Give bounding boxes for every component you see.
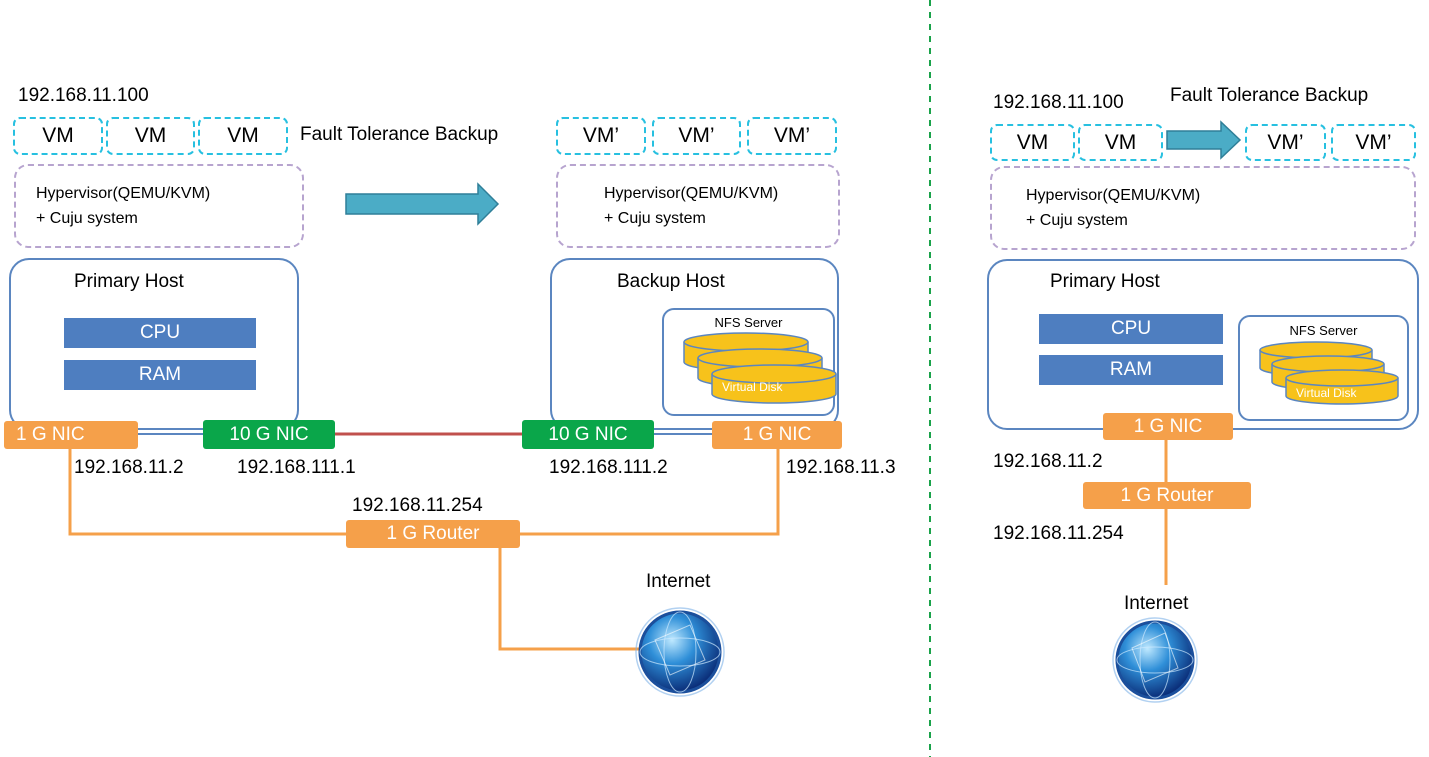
right-hypervisor-box: Hypervisor(QEMU/KVM) + Cuju system <box>990 166 1416 250</box>
router-1g: 1 G Router <box>346 520 520 548</box>
right-virtual-disk-label: Virtual Disk <box>1296 386 1357 400</box>
ip-primary-1g: 192.168.11.2 <box>74 457 184 478</box>
primary-vm-1: VM <box>13 117 103 155</box>
right-ft-arrow-icon <box>1166 120 1242 160</box>
right-ip-nic: 192.168.11.2 <box>993 451 1103 472</box>
backup-1g-nic: 1 G NIC <box>712 421 842 449</box>
backup-vm-1: VM’ <box>556 117 646 155</box>
primary-hypervisor-box: Hypervisor(QEMU/KVM) + Cuju system <box>14 164 304 248</box>
right-ip-router: 192.168.11.254 <box>993 523 1124 544</box>
right-internet-globe-icon <box>1112 617 1198 703</box>
primary-1g-nic: 1 G NIC <box>4 421 138 449</box>
cuju-label: + Cuju system <box>604 210 706 227</box>
ft-backup-label: Fault Tolerance Backup <box>300 124 499 145</box>
right-vm-1: VM <box>990 124 1075 161</box>
right-cpu-block: CPU <box>1039 314 1223 344</box>
backup-hypervisor-box: Hypervisor(QEMU/KVM) + Cuju system <box>556 164 840 248</box>
right-ram-block: RAM <box>1039 355 1223 385</box>
primary-vm-2: VM <box>106 117 195 155</box>
right-internet-label: Internet <box>1124 593 1189 614</box>
internet-label: Internet <box>646 571 711 592</box>
hypervisor-label: Hypervisor(QEMU/KVM) <box>36 185 211 202</box>
ram-block: RAM <box>64 360 256 390</box>
backup-vm-2: VM’ <box>652 117 741 155</box>
right-backup-vm-2: VM’ <box>1331 124 1416 161</box>
internet-globe-icon <box>635 607 725 697</box>
nfs-server-label: NFS Server <box>714 315 783 330</box>
primary-vm-ip: 192.168.11.100 <box>18 85 149 106</box>
right-nfs-server-box: NFS Server <box>1238 315 1409 421</box>
right-primary-host-title: Primary Host <box>1050 271 1160 292</box>
ip-router: 192.168.11.254 <box>352 495 483 516</box>
right-ft-backup-label: Fault Tolerance Backup <box>1170 85 1369 106</box>
backup-vm-3: VM’ <box>747 117 837 155</box>
link-router-internet <box>498 548 645 651</box>
right-primary-vm-ip: 192.168.11.100 <box>993 92 1124 113</box>
primary-vm-3: VM <box>198 117 288 155</box>
ip-backup-1g: 192.168.11.3 <box>786 457 896 478</box>
right-virtual-disk-icon <box>1259 341 1399 405</box>
right-nfs-server-label: NFS Server <box>1289 323 1358 338</box>
right-backup-vm-1: VM’ <box>1245 124 1326 161</box>
ft-arrow-icon <box>345 182 500 226</box>
right-router-1g: 1 G Router <box>1083 482 1251 509</box>
link-primary-router <box>68 449 348 536</box>
link-backup-router <box>520 449 780 536</box>
cuju-label: + Cuju system <box>1026 212 1128 229</box>
backup-host-box: Backup Host <box>550 258 839 430</box>
hypervisor-label: Hypervisor(QEMU/KVM) <box>1026 187 1201 204</box>
primary-10g-nic: 10 G NIC <box>203 420 335 449</box>
backup-10g-nic: 10 G NIC <box>522 420 654 449</box>
virtual-disk-label: Virtual Disk <box>722 380 783 394</box>
primary-host-box: Primary Host <box>9 258 299 430</box>
hypervisor-label: Hypervisor(QEMU/KVM) <box>604 185 779 202</box>
backup-host-title: Backup Host <box>617 271 725 292</box>
right-1g-nic: 1 G NIC <box>1103 413 1233 440</box>
ip-backup-10g: 192.168.111.2 <box>549 457 668 478</box>
cpu-block: CPU <box>64 318 256 348</box>
nfs-server-box: NFS Server <box>662 308 835 416</box>
right-vm-2: VM <box>1078 124 1163 161</box>
ip-primary-10g: 192.168.111.1 <box>237 457 356 478</box>
virtual-disk-icon <box>683 332 837 404</box>
primary-host-title: Primary Host <box>74 271 184 292</box>
cuju-label: + Cuju system <box>36 210 138 227</box>
